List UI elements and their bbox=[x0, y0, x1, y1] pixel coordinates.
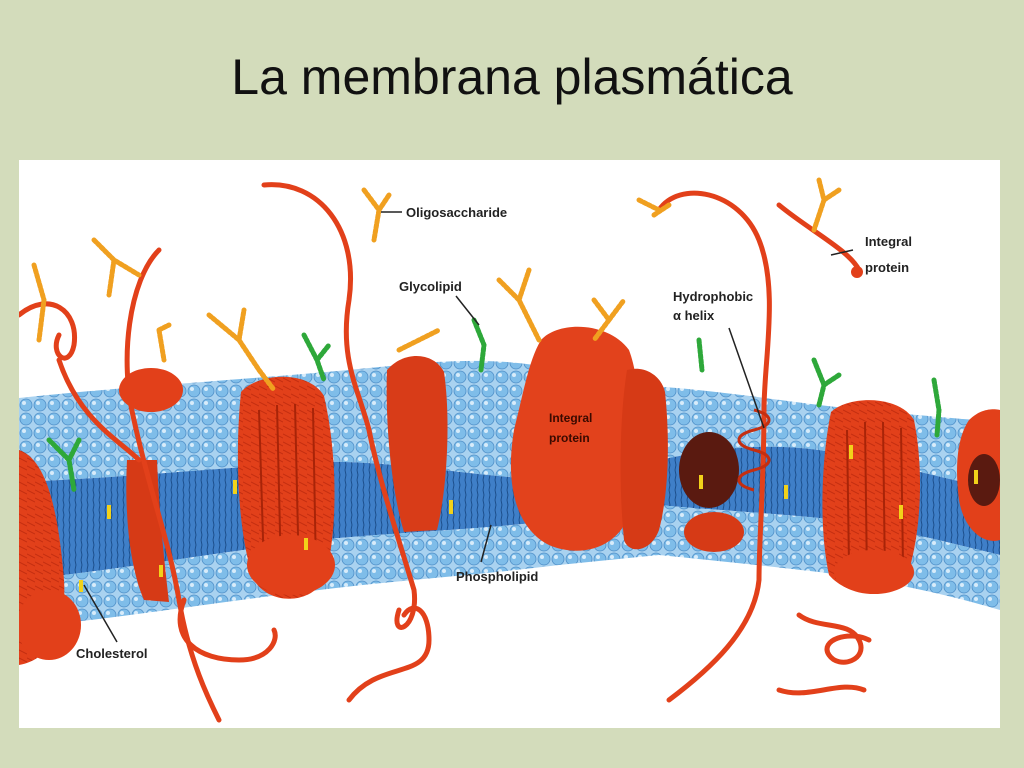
transmembrane-protein-right-edge bbox=[957, 409, 1000, 541]
label-integral-protein-right-line2: protein bbox=[865, 260, 909, 275]
label-integral-protein-center-line1: Integral bbox=[549, 411, 592, 425]
label-integral-protein-center-line2: protein bbox=[549, 431, 590, 445]
integral-protein-center bbox=[510, 326, 640, 551]
integral-protein-right-terminal bbox=[851, 266, 863, 278]
transmembrane-protein-b bbox=[386, 355, 448, 532]
label-phospholipid: Phospholipid bbox=[456, 569, 538, 584]
label-oligosaccharide: Oligosaccharide bbox=[406, 205, 507, 220]
label-hydrophobic-line1: Hydrophobic bbox=[673, 289, 753, 304]
hydrophobic-alpha-helix bbox=[737, 408, 771, 492]
cholesterol-molecules bbox=[79, 445, 978, 592]
membrane-bottom-surface bbox=[19, 505, 1000, 628]
dark-protein-core bbox=[679, 432, 739, 508]
oligosaccharide-chains bbox=[31, 177, 842, 393]
label-cholesterol: Cholesterol bbox=[76, 646, 148, 661]
leader-lines bbox=[83, 211, 854, 643]
peripheral-protein-bottom-right bbox=[834, 550, 914, 594]
membrane-diagram: Oligosaccharide Glycolipid Hydrophobic α… bbox=[19, 160, 1000, 728]
channel-protein-left bbox=[126, 460, 169, 602]
peripheral-protein-top-left bbox=[119, 368, 183, 412]
peripheral-protein-bottom-left bbox=[19, 590, 81, 660]
transmembrane-protein-c bbox=[620, 368, 744, 552]
transmembrane-protein-d bbox=[822, 400, 921, 593]
glycolipid-chains bbox=[46, 317, 942, 493]
label-integral-protein-right-line1: Integral bbox=[865, 234, 912, 249]
peripheral-protein-bottom-mid bbox=[247, 535, 335, 595]
label-hydrophobic-line2: α helix bbox=[673, 308, 715, 323]
slide-title: La membrana plasmática bbox=[231, 49, 793, 105]
membrane-illustration: Oligosaccharide Glycolipid Hydrophobic α… bbox=[19, 177, 1000, 723]
protein-strands bbox=[19, 182, 872, 723]
label-glycolipid: Glycolipid bbox=[399, 279, 462, 294]
